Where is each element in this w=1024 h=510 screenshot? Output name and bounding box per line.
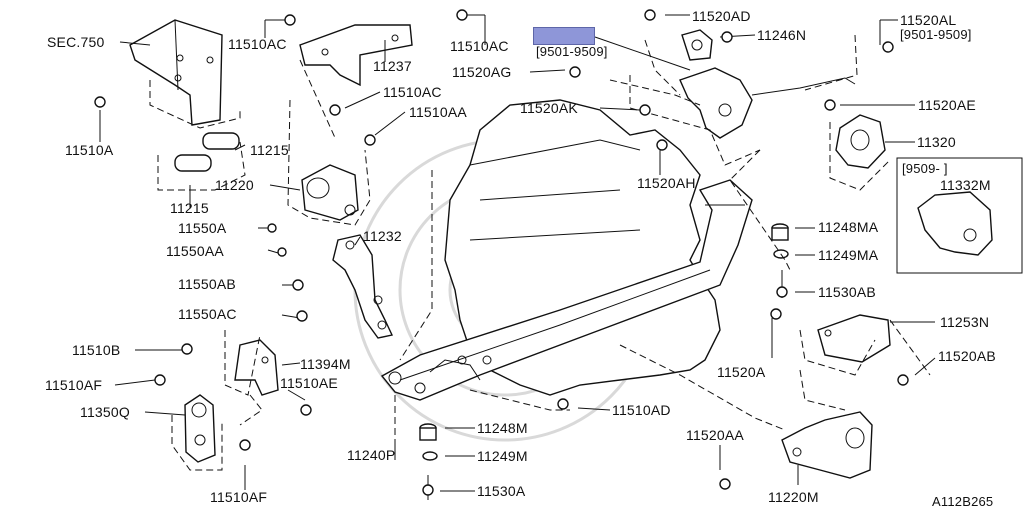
bolt-marks [94,9,909,496]
highlighted-part-selection[interactable] [533,27,595,45]
label-11520AK[interactable]: 11520AK [520,100,578,116]
mount-11220 [301,164,359,221]
label-11520AA[interactable]: 11520AA [686,427,744,443]
figure-code: A112B265 [932,494,994,509]
bracket-11232 [332,234,394,339]
label-11520AG[interactable]: 11520AG [452,64,512,80]
label-11232[interactable]: 11232 [363,228,402,244]
label-11246N[interactable]: 11246N [757,27,807,43]
label-11394M[interactable]: 11394M [300,356,351,372]
label-11530AB[interactable]: 11530AB [818,284,876,300]
mount-11246N [679,29,856,139]
label-11510AC-2[interactable]: 11510AC [450,38,509,54]
label-11220M[interactable]: 11220M [768,489,819,505]
mount-11220M [781,411,873,479]
label-11253N[interactable]: 11253N [940,314,990,330]
label-11215-2[interactable]: 11215 [170,200,209,216]
label-11520AB[interactable]: 11520AB [938,348,996,364]
label-11510AC-3[interactable]: 11510AC [383,84,442,100]
label-11320[interactable]: 11320 [917,134,956,150]
mount-11320 [835,114,886,169]
insulators-11215 [174,132,240,172]
label-11220[interactable]: 11220 [215,177,254,193]
label-11240P[interactable]: 11240P [347,447,396,463]
label-11332M[interactable]: 11332M [940,177,991,193]
label-11350Q[interactable]: 11350Q [80,404,130,420]
inset-box-11332M [896,157,1023,274]
label-11510AA[interactable]: 11510AA [409,104,467,120]
date-range-9501-9509-right: [9501-9509] [900,27,972,42]
bracket-11237 [299,24,413,87]
label-11550AC[interactable]: 11550AC [178,306,237,322]
label-11520AH[interactable]: 11520AH [637,175,696,191]
fasteners [419,223,789,500]
label-11550AB[interactable]: 11550AB [178,276,236,292]
date-range-9501-9509-left: [9501-9509] [536,44,608,59]
label-11248MA[interactable]: 11248MA [818,219,879,235]
label-11520AD[interactable]: 11520AD [692,8,751,24]
bracket-11394M [234,339,279,396]
label-11510A[interactable]: 11510A [65,142,114,158]
dashed-guides [149,34,931,471]
insulator-11350Q [184,394,216,463]
label-11510B[interactable]: 11510B [72,342,121,358]
label-11510AD[interactable]: 11510AD [612,402,671,418]
label-11510AF-1[interactable]: 11510AF [45,377,103,393]
date-range-9509-on: [9509- ] [902,161,948,176]
bracket-sec750 [129,19,223,126]
label-11249MA[interactable]: 11249MA [818,247,879,263]
label-11510AE[interactable]: 11510AE [280,375,338,391]
label-11530A[interactable]: 11530A [477,483,526,499]
label-11510AC-1[interactable]: 11510AC [228,36,287,52]
label-11249M[interactable]: 11249M [477,448,528,464]
mount-11253N [817,314,891,363]
label-11550A[interactable]: 11550A [178,220,227,236]
label-11248M[interactable]: 11248M [477,420,528,436]
crossmember-11240P [380,179,753,401]
label-11510AF-2[interactable]: 11510AF [210,489,268,505]
label-11237[interactable]: 11237 [373,58,412,74]
label-11520AL[interactable]: 11520AL [900,12,957,28]
label-11520AE[interactable]: 11520AE [918,97,976,113]
leader-lines [99,14,936,492]
label-11550AA[interactable]: 11550AA [166,243,224,259]
label-11215-1[interactable]: 11215 [250,142,289,158]
label-11520A[interactable]: 11520A [717,364,766,380]
label-sec750[interactable]: SEC.750 [47,34,105,50]
